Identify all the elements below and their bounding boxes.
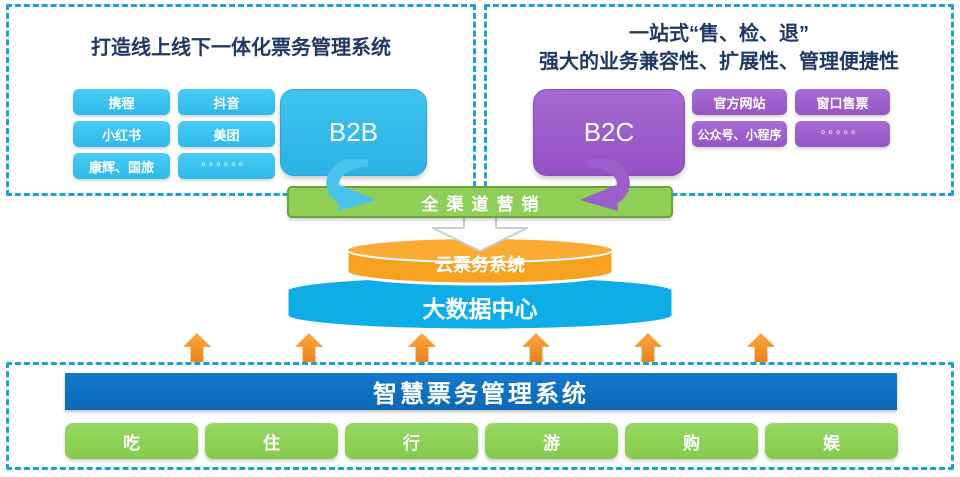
channel-box: 抖音 [178,89,275,115]
channel-box: 美团 [178,121,275,147]
b2b-channel-grid: 携程 抖音 小红书 美团 康辉、国旅 。。。。。。 [73,89,275,179]
b2c-panel: 一站式“售、检、退” 强大的业务兼容性、扩展性、管理便捷性 B2C 官方网站 窗… [484,4,954,196]
category-box: 娱 [765,423,898,459]
channel-box-ellipsis: 。。。。。 [795,121,890,147]
smart-ticketing-panel: 智慧票务管理系统 吃 住 行 游 购 娱 [6,362,954,470]
channel-box: 携程 [73,89,170,115]
category-row: 吃 住 行 游 购 娱 [65,423,898,459]
channel-box: 小红书 [73,121,170,147]
down-arrow-icon [432,216,528,252]
category-box: 行 [345,423,478,459]
category-box: 吃 [65,423,198,459]
b2c-title-line2: 强大的业务兼容性、扩展性、管理便捷性 [539,51,899,73]
channel-box: 公众号、小程序 [692,121,787,147]
cylinders-graphic [285,236,675,332]
channel-box: 窗口售票 [795,89,890,115]
channel-box: 官方网站 [692,89,787,115]
category-box: 住 [205,423,338,459]
channel-box-ellipsis: 。。。。。。 [178,153,275,179]
category-box: 游 [485,423,618,459]
b2c-panel-title: 一站式“售、检、退” 强大的业务兼容性、扩展性、管理便捷性 [487,20,951,76]
b2b-panel-title: 打造线上线下一体化票务管理系统 [91,37,391,59]
data-cylinder-label: 大数据中心 [422,296,538,322]
channel-box: 康辉、国旅 [73,153,170,179]
category-box: 购 [625,423,758,459]
b2b-panel: 打造线上线下一体化票务管理系统 携程 抖音 小红书 美团 康辉、国旅 。。。。。… [6,4,476,196]
b2c-channel-grid: 官方网站 窗口售票 公众号、小程序 。。。。。 [692,89,890,147]
cloud-cylinder-label: 云票务系统 [435,255,525,275]
b2c-title-line1: 一站式“售、检、退” [629,23,809,45]
system-bar: 智慧票务管理系统 [65,373,897,410]
b2c-curved-arrow-icon [580,159,630,211]
b2b-curved-arrow-icon [326,159,376,211]
